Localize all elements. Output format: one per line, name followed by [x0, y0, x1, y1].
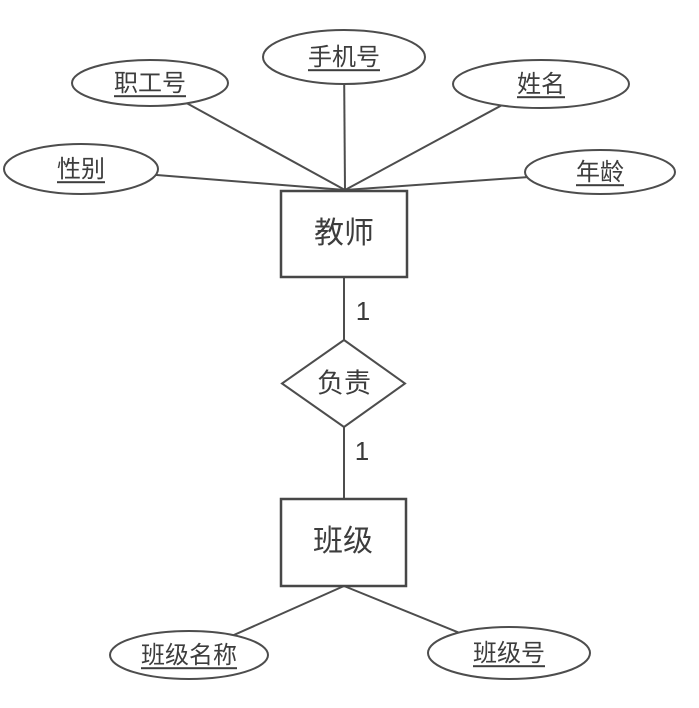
attribute-ellipse-phone-no: [262, 29, 426, 85]
attribute-label-gender: 性别: [57, 156, 105, 184]
relationship-diamond: [280, 338, 407, 429]
attribute-ellipse-class-name: [109, 630, 269, 680]
entity-label-class: 班级: [313, 524, 373, 558]
entity-label-teacher: 教师: [314, 216, 374, 250]
attribute-ellipse-name: [452, 59, 630, 109]
attribute-label-class-no: 班级号: [473, 640, 545, 668]
relationship-label: 负责: [317, 368, 371, 399]
attribute-ellipse-employee-no: [71, 59, 229, 107]
cardinality-class-side: 1: [354, 436, 370, 467]
attribute-label-employee-no: 职工号: [114, 70, 186, 98]
attribute-ellipse-gender: [3, 143, 159, 195]
attribute-label-class-name: 班级名称: [141, 642, 237, 670]
cardinality-teacher-side: 1: [355, 296, 371, 327]
nodes-group: [3, 29, 676, 680]
attribute-label-age: 年龄: [576, 159, 624, 187]
attribute-ellipse-class-no: [427, 626, 591, 680]
entity-box-class: [279, 497, 408, 588]
attribute-label-phone-no: 手机号: [308, 44, 380, 72]
attribute-label-name: 姓名: [517, 71, 565, 99]
entity-box-teacher: [279, 189, 409, 279]
attribute-ellipse-age: [524, 149, 676, 195]
